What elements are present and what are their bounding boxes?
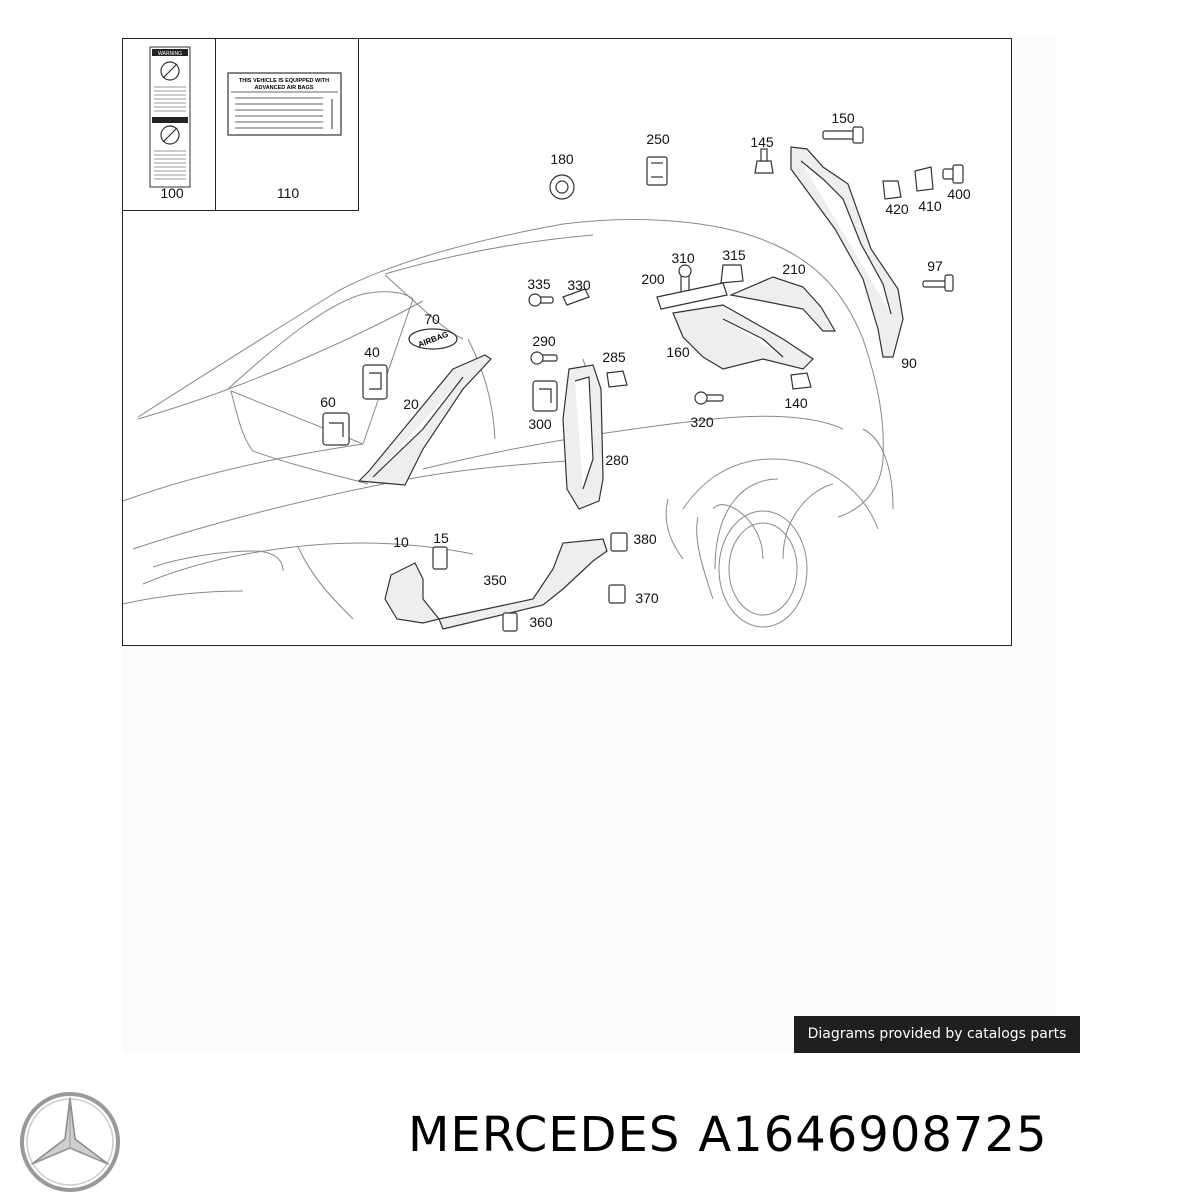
part-label-250: 250 bbox=[646, 131, 670, 147]
part-number: A1646908725 bbox=[698, 1107, 1048, 1163]
part-label-40: 40 bbox=[364, 344, 380, 360]
part-label-420: 420 bbox=[885, 201, 909, 217]
airbag-notice-label-drawing: THIS VEHICLE IS EQUIPPED WITH ADVANCED A… bbox=[227, 72, 342, 136]
part-label-300: 300 bbox=[528, 416, 552, 432]
part-label-160: 160 bbox=[666, 344, 690, 360]
part-label-330: 330 bbox=[567, 277, 591, 293]
inset-divider bbox=[215, 39, 216, 211]
part-label-350: 350 bbox=[483, 572, 507, 588]
part-label-140: 140 bbox=[784, 395, 808, 411]
part-label-280: 280 bbox=[605, 452, 629, 468]
part-label-150: 150 bbox=[831, 110, 855, 126]
part-label-370: 370 bbox=[635, 590, 659, 606]
diagram-drawing: WARNING THIS VEHICLE IS EQUIPPED WIT bbox=[123, 46, 971, 632]
parts-diagram: WARNING THIS VEHICLE IS EQUIPPED WIT bbox=[122, 38, 1012, 646]
part-label-97: 97 bbox=[927, 258, 943, 274]
vehicle-outline bbox=[123, 219, 894, 620]
notice-line2: ADVANCED AIR BAGS bbox=[255, 85, 314, 91]
brand-name: MERCEDES bbox=[408, 1107, 681, 1163]
warning-label-drawing: WARNING bbox=[149, 46, 191, 188]
part-label-70: 70 bbox=[424, 311, 440, 327]
part-label-200: 200 bbox=[641, 271, 665, 287]
warning-header-text: WARNING bbox=[158, 51, 182, 57]
part-label-60: 60 bbox=[320, 394, 336, 410]
part-label-285: 285 bbox=[602, 349, 626, 365]
part-label-400: 400 bbox=[947, 186, 971, 202]
part-label-315: 315 bbox=[722, 247, 746, 263]
part-label-320: 320 bbox=[690, 414, 714, 430]
part-label-290: 290 bbox=[532, 333, 556, 349]
part-label-410: 410 bbox=[918, 198, 942, 214]
part-label-145: 145 bbox=[750, 134, 774, 150]
part-labels: 100 110 180 250 145 150 420 410 400 335 330 310 315 2… bbox=[160, 110, 971, 630]
part-label-20: 20 bbox=[403, 396, 419, 412]
part-label-210: 210 bbox=[782, 261, 806, 277]
footer-title: MERCEDES A1646908725 bbox=[408, 1107, 1066, 1163]
part-label-360: 360 bbox=[529, 614, 553, 630]
part-label-90: 90 bbox=[901, 355, 917, 371]
part-label-335: 335 bbox=[527, 276, 551, 292]
notice-line1: THIS VEHICLE IS EQUIPPED WITH bbox=[239, 78, 329, 84]
label-inset-box bbox=[123, 39, 359, 211]
part-label-100: 100 bbox=[160, 185, 184, 201]
part-sketches bbox=[322, 126, 964, 632]
part-label-310: 310 bbox=[671, 250, 695, 266]
part-label-15: 15 bbox=[433, 530, 449, 546]
mercedes-star-logo bbox=[20, 1092, 120, 1192]
part-label-380: 380 bbox=[633, 531, 657, 547]
credit-badge: Diagrams provided by catalogs parts bbox=[794, 1016, 1080, 1053]
part-label-180: 180 bbox=[550, 151, 574, 167]
rear-wheel bbox=[714, 478, 808, 628]
part-label-10: 10 bbox=[393, 534, 409, 550]
part-label-110: 110 bbox=[277, 185, 300, 201]
